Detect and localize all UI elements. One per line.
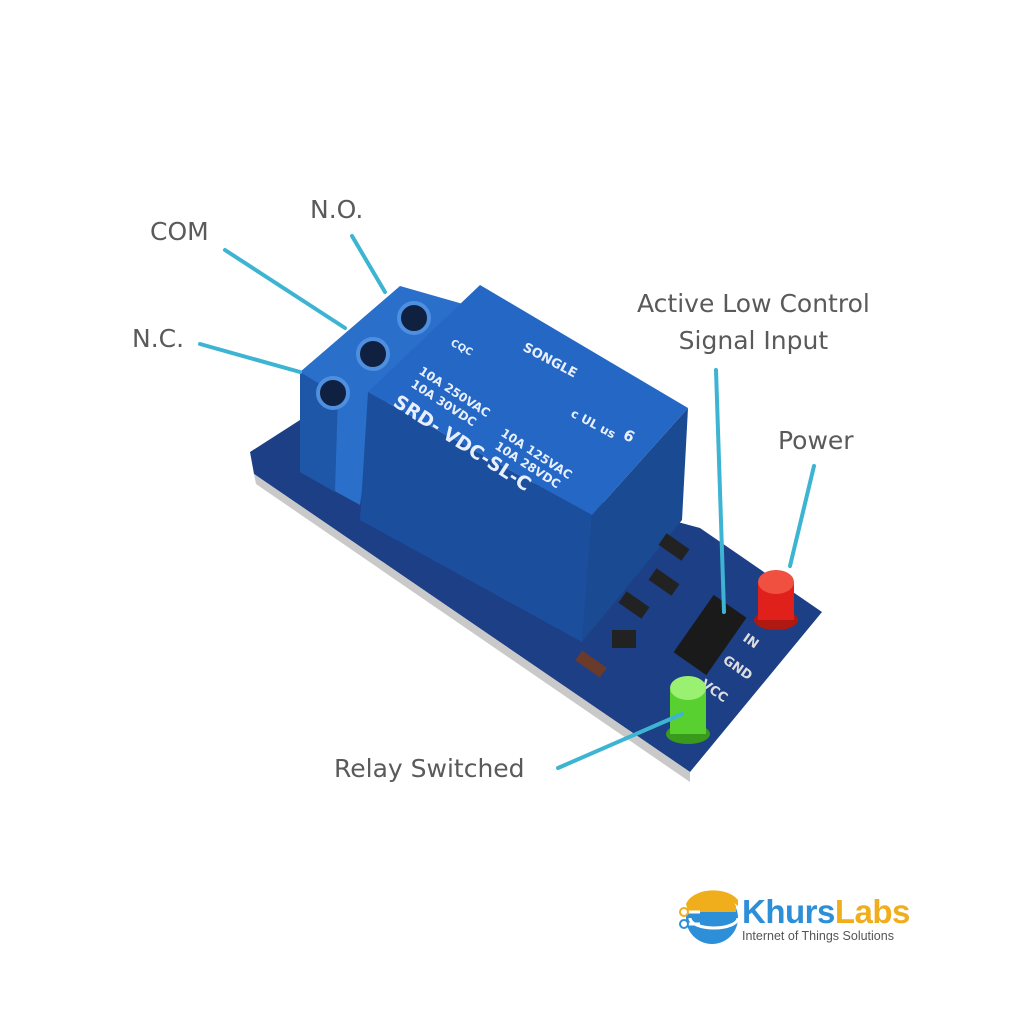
logo-name-part2: Labs <box>834 893 911 930</box>
label-nc: N.C. <box>132 324 185 353</box>
smd-component <box>658 533 690 561</box>
diode <box>575 650 607 678</box>
label-power: Power <box>778 426 854 455</box>
label-signal-input: Active Low Control Signal Input <box>637 285 870 359</box>
relay-front <box>360 392 592 642</box>
screw-nc <box>316 376 350 410</box>
leader-line-com <box>223 248 347 330</box>
power-led <box>754 570 798 630</box>
terminal-screws <box>316 301 431 410</box>
pin-label-in: IN <box>740 631 761 652</box>
leader-line-no <box>350 234 387 294</box>
transistor <box>612 630 636 648</box>
label-com: COM <box>150 217 209 246</box>
leader-line-relay-switched <box>556 712 684 770</box>
logo-wordmark: KhursLabs <box>742 893 910 931</box>
label-signal-line-2: Signal Input <box>678 326 829 355</box>
relay-top <box>368 285 688 515</box>
smd-component <box>618 591 650 619</box>
khurslabs-logo-icon <box>679 890 740 944</box>
screw-com <box>356 337 390 371</box>
label-no: N.O. <box>310 195 364 224</box>
relay-status-led <box>666 676 710 744</box>
pin-header <box>673 594 747 676</box>
logo-name-part1: Khurs <box>742 893 835 930</box>
leader-line-nc <box>198 342 302 374</box>
leader-line-signal <box>714 368 726 614</box>
pcb-edge <box>254 474 690 782</box>
label-relay-switched: Relay Switched <box>334 754 525 783</box>
label-signal-line-1: Active Low Control <box>637 289 870 318</box>
smd-component <box>648 568 680 596</box>
leader-line-power <box>788 464 816 568</box>
screw-no <box>397 301 431 335</box>
logo-tagline: Internet of Things Solutions <box>742 929 894 943</box>
relay-side <box>582 408 688 642</box>
